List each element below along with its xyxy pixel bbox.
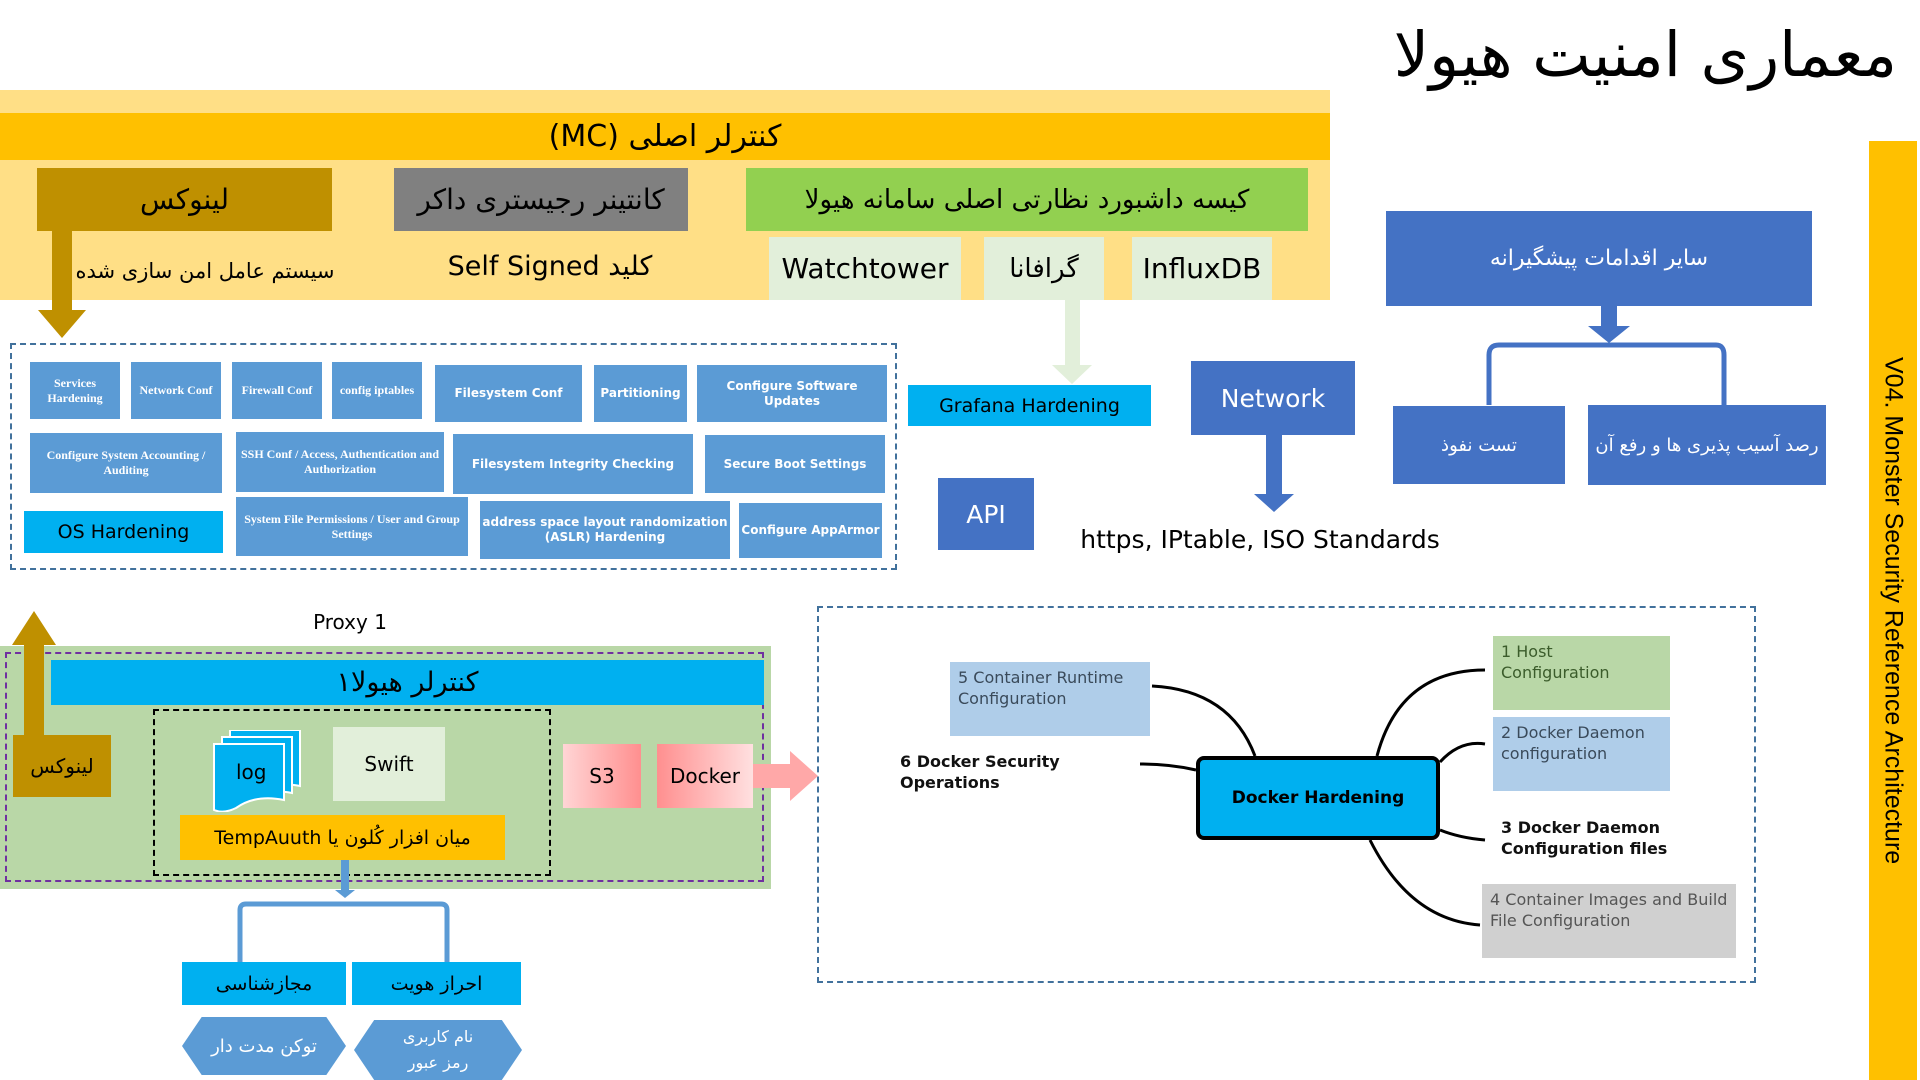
os-item-firewall-conf[interactable]: Firewall Conf bbox=[232, 362, 322, 419]
os-hardening-group bbox=[10, 343, 897, 570]
network-down-arrow bbox=[1254, 435, 1294, 512]
proxy-label: Proxy 1 bbox=[313, 610, 387, 634]
docker-item-daemon-config[interactable]: 2 Docker Daemon configuration bbox=[1493, 717, 1670, 791]
os-item-config-iptables[interactable]: config iptables bbox=[332, 362, 422, 419]
os-hardening-label: OS Hardening bbox=[24, 511, 223, 553]
watchtower-node[interactable]: Watchtower bbox=[769, 237, 961, 300]
log-label: log bbox=[236, 760, 267, 784]
side-banner-text-wrap: V04. Monster Security Reference Architec… bbox=[1869, 141, 1917, 1080]
dashboard-node[interactable]: کیسه داشبورد نظارتی اصلی سامانه هیولا bbox=[746, 168, 1308, 231]
preventive-down-arrow bbox=[1588, 306, 1630, 343]
preventive-bracket bbox=[1486, 342, 1727, 405]
proxy-linux-node[interactable]: لینوکس bbox=[13, 735, 111, 797]
password-label: رمز عبور bbox=[407, 1053, 469, 1072]
auth-bracket bbox=[237, 901, 450, 962]
docker-registry-node[interactable]: کانتینر رجیستری داکر bbox=[394, 168, 688, 231]
hardened-os-label: سیستم عامل امن سازی شده bbox=[75, 259, 335, 283]
network-standards-label: https, IPtable, ISO Standards bbox=[1080, 524, 1440, 554]
vulnerability-monitoring-node[interactable]: رصد آسیب پذیری ها و رفع آن bbox=[1588, 405, 1826, 485]
log-icon[interactable]: log bbox=[212, 729, 302, 813]
hyula-controller-header: کنترلر هیولا۱ bbox=[51, 660, 764, 705]
timed-token-node[interactable]: توکن مدت دار bbox=[182, 1017, 346, 1075]
preventive-measures-node[interactable]: سایر اقدامات پیشگیرانه bbox=[1386, 211, 1812, 306]
influxdb-node[interactable]: InfluxDB bbox=[1132, 237, 1272, 300]
docker-hardening-center[interactable]: Docker Hardening bbox=[1196, 756, 1440, 840]
network-node[interactable]: Network bbox=[1191, 361, 1355, 435]
s3-node[interactable]: S3 bbox=[563, 744, 641, 808]
authentication-node[interactable]: احراز هویت bbox=[352, 962, 521, 1005]
swift-node[interactable]: Swift bbox=[333, 727, 445, 801]
credentials-node[interactable]: نام کاربری رمز عبور bbox=[354, 1020, 522, 1080]
os-item-software-updates[interactable]: Configure Software Updates bbox=[697, 365, 887, 422]
docker-item-security-operations[interactable]: 6 Docker Security Operations bbox=[900, 752, 1060, 792]
os-item-system-accounting[interactable]: Configure System Accounting / Auditing bbox=[30, 433, 222, 493]
docker-item-daemon-files[interactable]: 3 Docker Daemon Configuration files bbox=[1501, 818, 1668, 858]
authorization-node[interactable]: مجازشناسی bbox=[182, 962, 346, 1005]
grafana-down-arrow bbox=[1052, 300, 1092, 384]
os-item-filesystem-conf[interactable]: Filesystem Conf bbox=[435, 365, 582, 422]
os-item-apparmor[interactable]: Configure AppArmor bbox=[739, 503, 882, 558]
os-item-services-hardening[interactable]: Services Hardening bbox=[30, 362, 120, 419]
os-item-secure-boot[interactable]: Secure Boot Settings bbox=[705, 435, 885, 493]
linux-node[interactable]: لینوکس bbox=[37, 168, 332, 231]
penetration-test-node[interactable]: تست نفوذ bbox=[1393, 406, 1565, 484]
os-item-partitioning[interactable]: Partitioning bbox=[594, 365, 687, 422]
docker-item-host-config[interactable]: 1 Host Configuration bbox=[1493, 636, 1670, 710]
grafana-node[interactable]: گرافانا bbox=[984, 237, 1104, 300]
grafana-hardening-node[interactable]: Grafana Hardening bbox=[908, 385, 1151, 426]
docker-node[interactable]: Docker bbox=[657, 744, 753, 808]
os-item-network-conf[interactable]: Network Conf bbox=[131, 362, 221, 419]
docker-item-images-build[interactable]: 4 Container Images and Build File Config… bbox=[1482, 884, 1736, 958]
os-item-file-permissions[interactable]: System File Permissions / User and Group… bbox=[236, 497, 468, 556]
docker-item-container-runtime[interactable]: 5 Container Runtime Configuration bbox=[950, 662, 1150, 736]
side-banner bbox=[1869, 141, 1917, 1080]
os-item-aslr[interactable]: address space layout randomization (ASLR… bbox=[480, 501, 730, 559]
username-label: نام کاربری bbox=[402, 1027, 474, 1047]
side-banner-text: V04. Monster Security Reference Architec… bbox=[1879, 356, 1908, 865]
main-controller-header: کنترلر اصلی (MC) bbox=[0, 113, 1330, 160]
os-item-filesystem-integrity[interactable]: Filesystem Integrity Checking bbox=[453, 434, 693, 494]
os-item-ssh-conf[interactable]: SSH Conf / Access, Authentication and Au… bbox=[236, 432, 444, 492]
api-node[interactable]: API bbox=[938, 478, 1034, 550]
tempauth-middleware-node[interactable]: میان افزار کُلون یا TempAuuth bbox=[180, 815, 505, 860]
self-signed-key-label: کلید Self Signed bbox=[447, 250, 653, 282]
page-title: معماری امنیت هیولا bbox=[1393, 18, 1897, 91]
docker-hardening-group bbox=[817, 606, 1756, 983]
